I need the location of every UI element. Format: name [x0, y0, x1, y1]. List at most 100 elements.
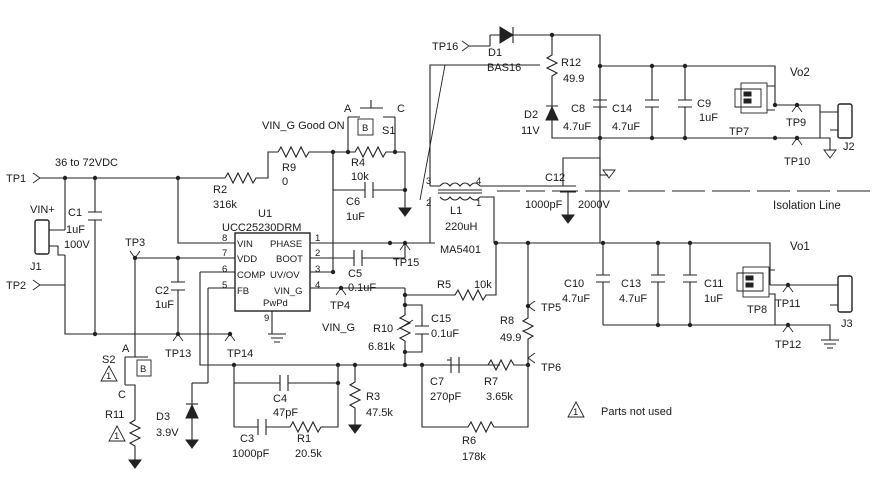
tp7-testpoint: TP7 — [729, 82, 775, 138]
r9-resistor: R9 0 — [277, 145, 333, 188]
j3-label: J3 — [841, 318, 853, 330]
r10-ref: R10 — [373, 323, 393, 335]
c11-capacitor: C11 1uF — [683, 243, 723, 325]
c15-capacitor: C15 0.1uF — [405, 304, 459, 353]
d1-diode: D1 BAS16 — [487, 26, 601, 243]
ground-symbol-j3 — [821, 339, 839, 349]
tp15-label: TP15 — [393, 257, 419, 269]
ground-arrow-d3 — [185, 439, 199, 449]
tp6-label: TP6 — [541, 362, 561, 374]
ground-arrow-s1 — [398, 207, 412, 217]
d3-zener-diode: D3 3.9V — [156, 382, 208, 440]
c15-value: 0.1uF — [431, 328, 459, 340]
j2-connector: J2 — [820, 103, 855, 153]
c6-value: 1uF — [346, 211, 365, 223]
warning-triangle-r11 — [108, 425, 126, 442]
parts-not-used-legend: 1 Parts not used — [567, 401, 672, 418]
u1-pin8-num: 8 — [222, 233, 227, 244]
ground-symbol-u1 — [268, 333, 286, 343]
u1-pin5-name: FB — [237, 286, 249, 297]
u1-pin7-name: VDD — [237, 254, 257, 265]
c6-capacitor: C6 1uF — [332, 152, 406, 223]
j1-connector: VIN+ J1 — [30, 204, 65, 273]
u1-pin7-num: 7 — [222, 248, 227, 259]
tp8-label: TP8 — [747, 304, 767, 316]
tp14-testpoint: TP14 — [224, 333, 253, 360]
secondary-rail — [495, 157, 771, 285]
j3-connector: J3 — [830, 275, 853, 330]
tp1-label: TP1 — [6, 173, 26, 185]
r2-value: 316k — [213, 199, 237, 211]
c13-capacitor: C13 4.7uF — [619, 243, 665, 325]
ground-triangle-c12 — [602, 169, 616, 179]
r9-value: 0 — [282, 176, 288, 188]
u1-ref: U1 — [258, 208, 272, 220]
r11-resistor: R11 1 — [105, 395, 142, 460]
u1-part: UCC25230DRM — [222, 222, 301, 234]
u1-pin6-name: COMP — [237, 270, 266, 281]
vin-g-good-label: VIN_G Good ON — [262, 120, 345, 132]
vo1-return-wire — [603, 324, 831, 340]
r1-value: 20.5k — [295, 448, 322, 460]
vo2-rail — [600, 65, 776, 105]
l1-pin4: 4 — [476, 176, 481, 187]
c9-value: 1uF — [699, 112, 718, 124]
l1-part: MA5401 — [440, 244, 481, 256]
input-range-label: 36 to 72VDC — [55, 157, 118, 169]
d3-value: 3.9V — [156, 427, 179, 439]
r3-value: 47.5k — [366, 407, 393, 419]
d3-ref: D3 — [156, 411, 170, 423]
tp6-testpoint: TP6 — [527, 352, 561, 374]
tp2-label: TP2 — [6, 280, 26, 292]
r4-value: 10k — [351, 171, 369, 183]
c12-ref: C12 — [545, 172, 565, 184]
r6-resistor: R6 178k — [455, 365, 529, 463]
input-rail-wire — [40, 177, 235, 335]
tp3-testpoint: TP3 — [125, 237, 145, 345]
l1-pin2: 2 — [426, 198, 431, 209]
r4-ref: R4 — [351, 157, 365, 169]
tp4-testpoint: TP4 VIN_G — [322, 287, 355, 334]
r3-resistor: R3 47.5k — [348, 365, 393, 425]
warning-mark-s2: 1 — [106, 371, 111, 382]
u1-pin8-name: VIN — [237, 239, 253, 250]
c5-capacitor: C5 0.1uF — [348, 250, 376, 294]
u1-pin3-num: 3 — [315, 264, 320, 275]
r1-ref: R1 — [297, 433, 311, 445]
r12-value: 49.9 — [563, 73, 584, 85]
vin-plus-label: VIN+ — [30, 204, 55, 216]
s2-ref: S2 — [102, 354, 115, 366]
u1-controller-ic: U1 UCC25230DRM VIN VDD COMP FB 8 7 6 5 P… — [222, 208, 320, 324]
tp3-label: TP3 — [125, 237, 145, 249]
u1-pin1-name: PHASE — [270, 239, 302, 250]
tp13-testpoint: TP13 — [165, 333, 191, 360]
c1-value: 1uF — [66, 224, 85, 236]
c12-voltage: 2000V — [578, 199, 610, 211]
u1-pin6-num: 6 — [222, 264, 227, 275]
warning-mark-legend: 1 — [573, 407, 578, 418]
c13-ref: C13 — [621, 278, 641, 290]
r2-resistor: R2 316k — [213, 151, 278, 211]
r5-resistor: R5 10k — [405, 243, 497, 302]
r7-ref: R7 — [484, 376, 498, 388]
s1-b-label: B — [362, 123, 368, 134]
tp10-label: TP10 — [784, 156, 810, 168]
c2-value: 1uF — [155, 299, 174, 311]
isolation-line: Isolation Line — [419, 64, 870, 212]
l1-value: 220uH — [445, 221, 477, 233]
c1-ref: C1 — [68, 207, 82, 219]
s2-a-label: A — [122, 343, 130, 355]
c2-capacitor: C2 1uF — [155, 258, 185, 334]
d1-value: BAS16 — [487, 62, 521, 74]
r4-resistor: R4 10k — [333, 136, 405, 183]
c9-capacitor: C9 1uF — [678, 66, 718, 138]
warning-triangle-legend — [567, 401, 585, 418]
r3-ref: R3 — [366, 391, 380, 403]
r6-value: 178k — [462, 451, 486, 463]
l1-ref: L1 — [450, 205, 462, 217]
r8-resistor: R8 49.9 — [500, 243, 535, 365]
tp9-testpoint: TP9 — [786, 104, 806, 129]
warning-triangle-s2 — [100, 365, 118, 382]
u1-pad-num: 9 — [264, 313, 269, 324]
